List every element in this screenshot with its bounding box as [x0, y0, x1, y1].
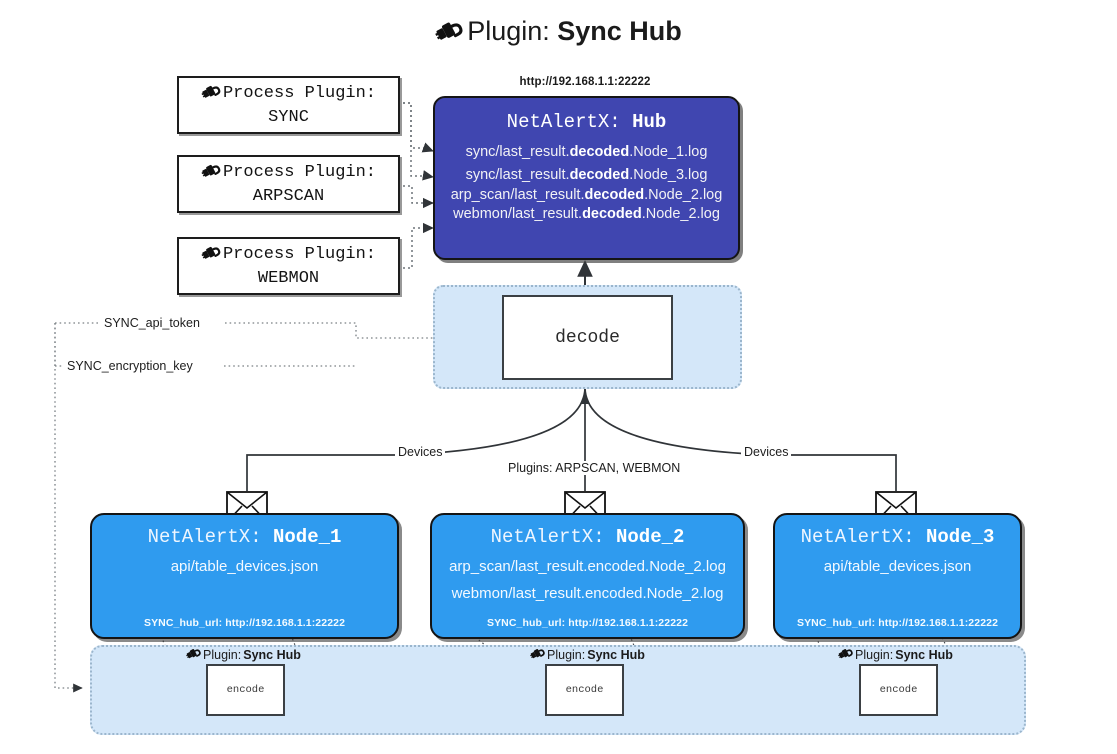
hub-file-list: sync/last_result.decoded.Node_1.log sync…	[435, 141, 738, 223]
node-file-row: arp_scan/last_result.encoded.Node_2.log	[449, 558, 726, 575]
hub-title: NetAlertX: Hub	[435, 111, 738, 133]
process-plugin-name: ARPSCAN	[252, 186, 325, 206]
node-hub-url: SYNC_hub_url: http://192.168.1.1:22222	[486, 617, 689, 629]
node-title: NetAlertX: Node_1	[92, 526, 397, 548]
node-title-prefix: NetAlertX:	[490, 526, 616, 548]
node-file-row: api/table_devices.json	[823, 558, 972, 575]
node-title: NetAlertX: Node_3	[775, 526, 1020, 548]
process-plugin-box-sync[interactable]: Process Plugin: SYNC	[177, 76, 400, 134]
page-title-name: Sync Hub	[557, 16, 682, 46]
node-title-prefix: NetAlertX:	[800, 526, 926, 548]
process-plugin-box-arpscan[interactable]: Process Plugin: ARPSCAN	[177, 155, 400, 213]
encoder-label-name: Sync Hub	[895, 647, 953, 662]
label-devices-left: Devices	[395, 445, 446, 459]
page-title: Plugin: Sync Hub	[0, 16, 1117, 50]
hub-file-pre: sync/last_result.	[465, 144, 570, 160]
encode-box[interactable]: encode	[545, 664, 624, 716]
label-sync-api-token: SYNC_api_token	[101, 316, 203, 330]
edge-arpscan-to-hub	[398, 185, 434, 209]
label-devices-right: Devices	[741, 445, 792, 459]
node-title-name: Node_3	[926, 526, 995, 548]
node-box-node-1[interactable]: NetAlertX: Node_1 api/table_devices.json…	[90, 513, 399, 639]
node-title-name: Node_1	[273, 526, 342, 548]
node-hub-url: SYNC_hub_url: http://192.168.1.1:22222	[796, 617, 999, 629]
process-plugin-name: WEBMON	[257, 268, 320, 288]
plug-icon	[201, 82, 221, 108]
hub-file-row: arp_scan/last_result.decoded.Node_2.log	[435, 186, 738, 205]
decode-box[interactable]: decode	[502, 295, 673, 380]
process-plugin-label: Process Plugin:	[222, 84, 377, 104]
node-file-row: webmon/last_result.encoded.Node_2.log	[451, 585, 724, 602]
encoder-label-prefix: Plugin:	[855, 647, 894, 662]
hub-file-row: webmon/last_result.decoded.Node_2.log	[435, 205, 738, 224]
plug-icon	[838, 646, 853, 663]
hub-file-pre: arp_scan/last_result.	[450, 187, 585, 203]
label-sync-encryption-key: SYNC_encryption_key	[64, 359, 196, 373]
node-box-node-3[interactable]: NetAlertX: Node_3 api/table_devices.json…	[773, 513, 1022, 639]
plug-icon	[435, 17, 463, 50]
hub-title-name: Hub	[632, 111, 667, 133]
arrow-into-decode	[580, 392, 590, 404]
page-title-prefix: Plugin:	[467, 16, 558, 46]
encode-box[interactable]: encode	[859, 664, 938, 716]
encoder-label-name: Sync Hub	[587, 647, 645, 662]
encoder-plugin-label: Plugin: Sync Hub	[838, 646, 953, 663]
encoder-label-prefix: Plugin:	[547, 647, 586, 662]
label-plugins-mid: Plugins: ARPSCAN, WEBMON	[505, 461, 684, 475]
encoder-label-name: Sync Hub	[243, 647, 301, 662]
process-plugin-label: Process Plugin:	[222, 245, 377, 265]
hub-file-row: sync/last_result.decoded.Node_1.log	[435, 141, 738, 164]
hub-file-pre: sync/last_result.	[465, 166, 570, 183]
hub-url-label: http://192.168.1.1:22222	[519, 76, 651, 88]
edge-node3-to-decode	[584, 387, 897, 491]
edge-node1-to-decode	[246, 387, 586, 491]
plug-icon	[186, 646, 201, 663]
hub-file-em: decoded	[569, 144, 630, 160]
hub-file-em: decoded	[582, 205, 642, 222]
node-title: NetAlertX: Node_2	[432, 526, 743, 548]
hub-node-box[interactable]: NetAlertX: Hub sync/last_result.decoded.…	[433, 96, 740, 260]
plug-icon	[201, 243, 221, 269]
hub-file-post: .Node_3.log	[629, 166, 708, 183]
node-title-prefix: NetAlertX:	[147, 526, 273, 548]
process-plugin-name: SYNC	[268, 107, 309, 127]
process-plugin-label: Process Plugin:	[222, 163, 377, 183]
encoder-plugin-label: Plugin: Sync Hub	[186, 646, 301, 663]
hub-title-prefix: NetAlertX:	[506, 111, 633, 133]
plug-icon	[530, 646, 545, 663]
edge-sync-to-hub-1	[398, 102, 434, 153]
node-file-row: api/table_devices.json	[170, 558, 319, 575]
edge-enc-key-to-encoders	[54, 323, 83, 693]
hub-file-em: decoded	[584, 187, 645, 203]
hub-file-post: .Node_2.log	[644, 187, 723, 203]
hub-file-row: sync/last_result.decoded.Node_3.log	[435, 164, 738, 187]
encoder-label-prefix: Plugin:	[203, 647, 242, 662]
hub-file-post: .Node_1.log	[629, 144, 708, 160]
node-title-name: Node_2	[616, 526, 685, 548]
encoder-plugin-label: Plugin: Sync Hub	[530, 646, 645, 663]
hub-file-em: decoded	[569, 166, 630, 183]
hub-file-post: .Node_2.log	[641, 205, 720, 222]
node-hub-url: SYNC_hub_url: http://192.168.1.1:22222	[143, 617, 346, 629]
plug-icon	[201, 161, 221, 187]
process-plugin-box-webmon[interactable]: Process Plugin: WEBMON	[177, 237, 400, 295]
edge-webmon-to-hub	[398, 222, 434, 269]
edge-sync-to-hub-2	[398, 102, 434, 181]
hub-file-pre: webmon/last_result.	[453, 205, 583, 222]
encode-box[interactable]: encode	[206, 664, 285, 716]
node-box-node-2[interactable]: NetAlertX: Node_2 arp_scan/last_result.e…	[430, 513, 745, 639]
